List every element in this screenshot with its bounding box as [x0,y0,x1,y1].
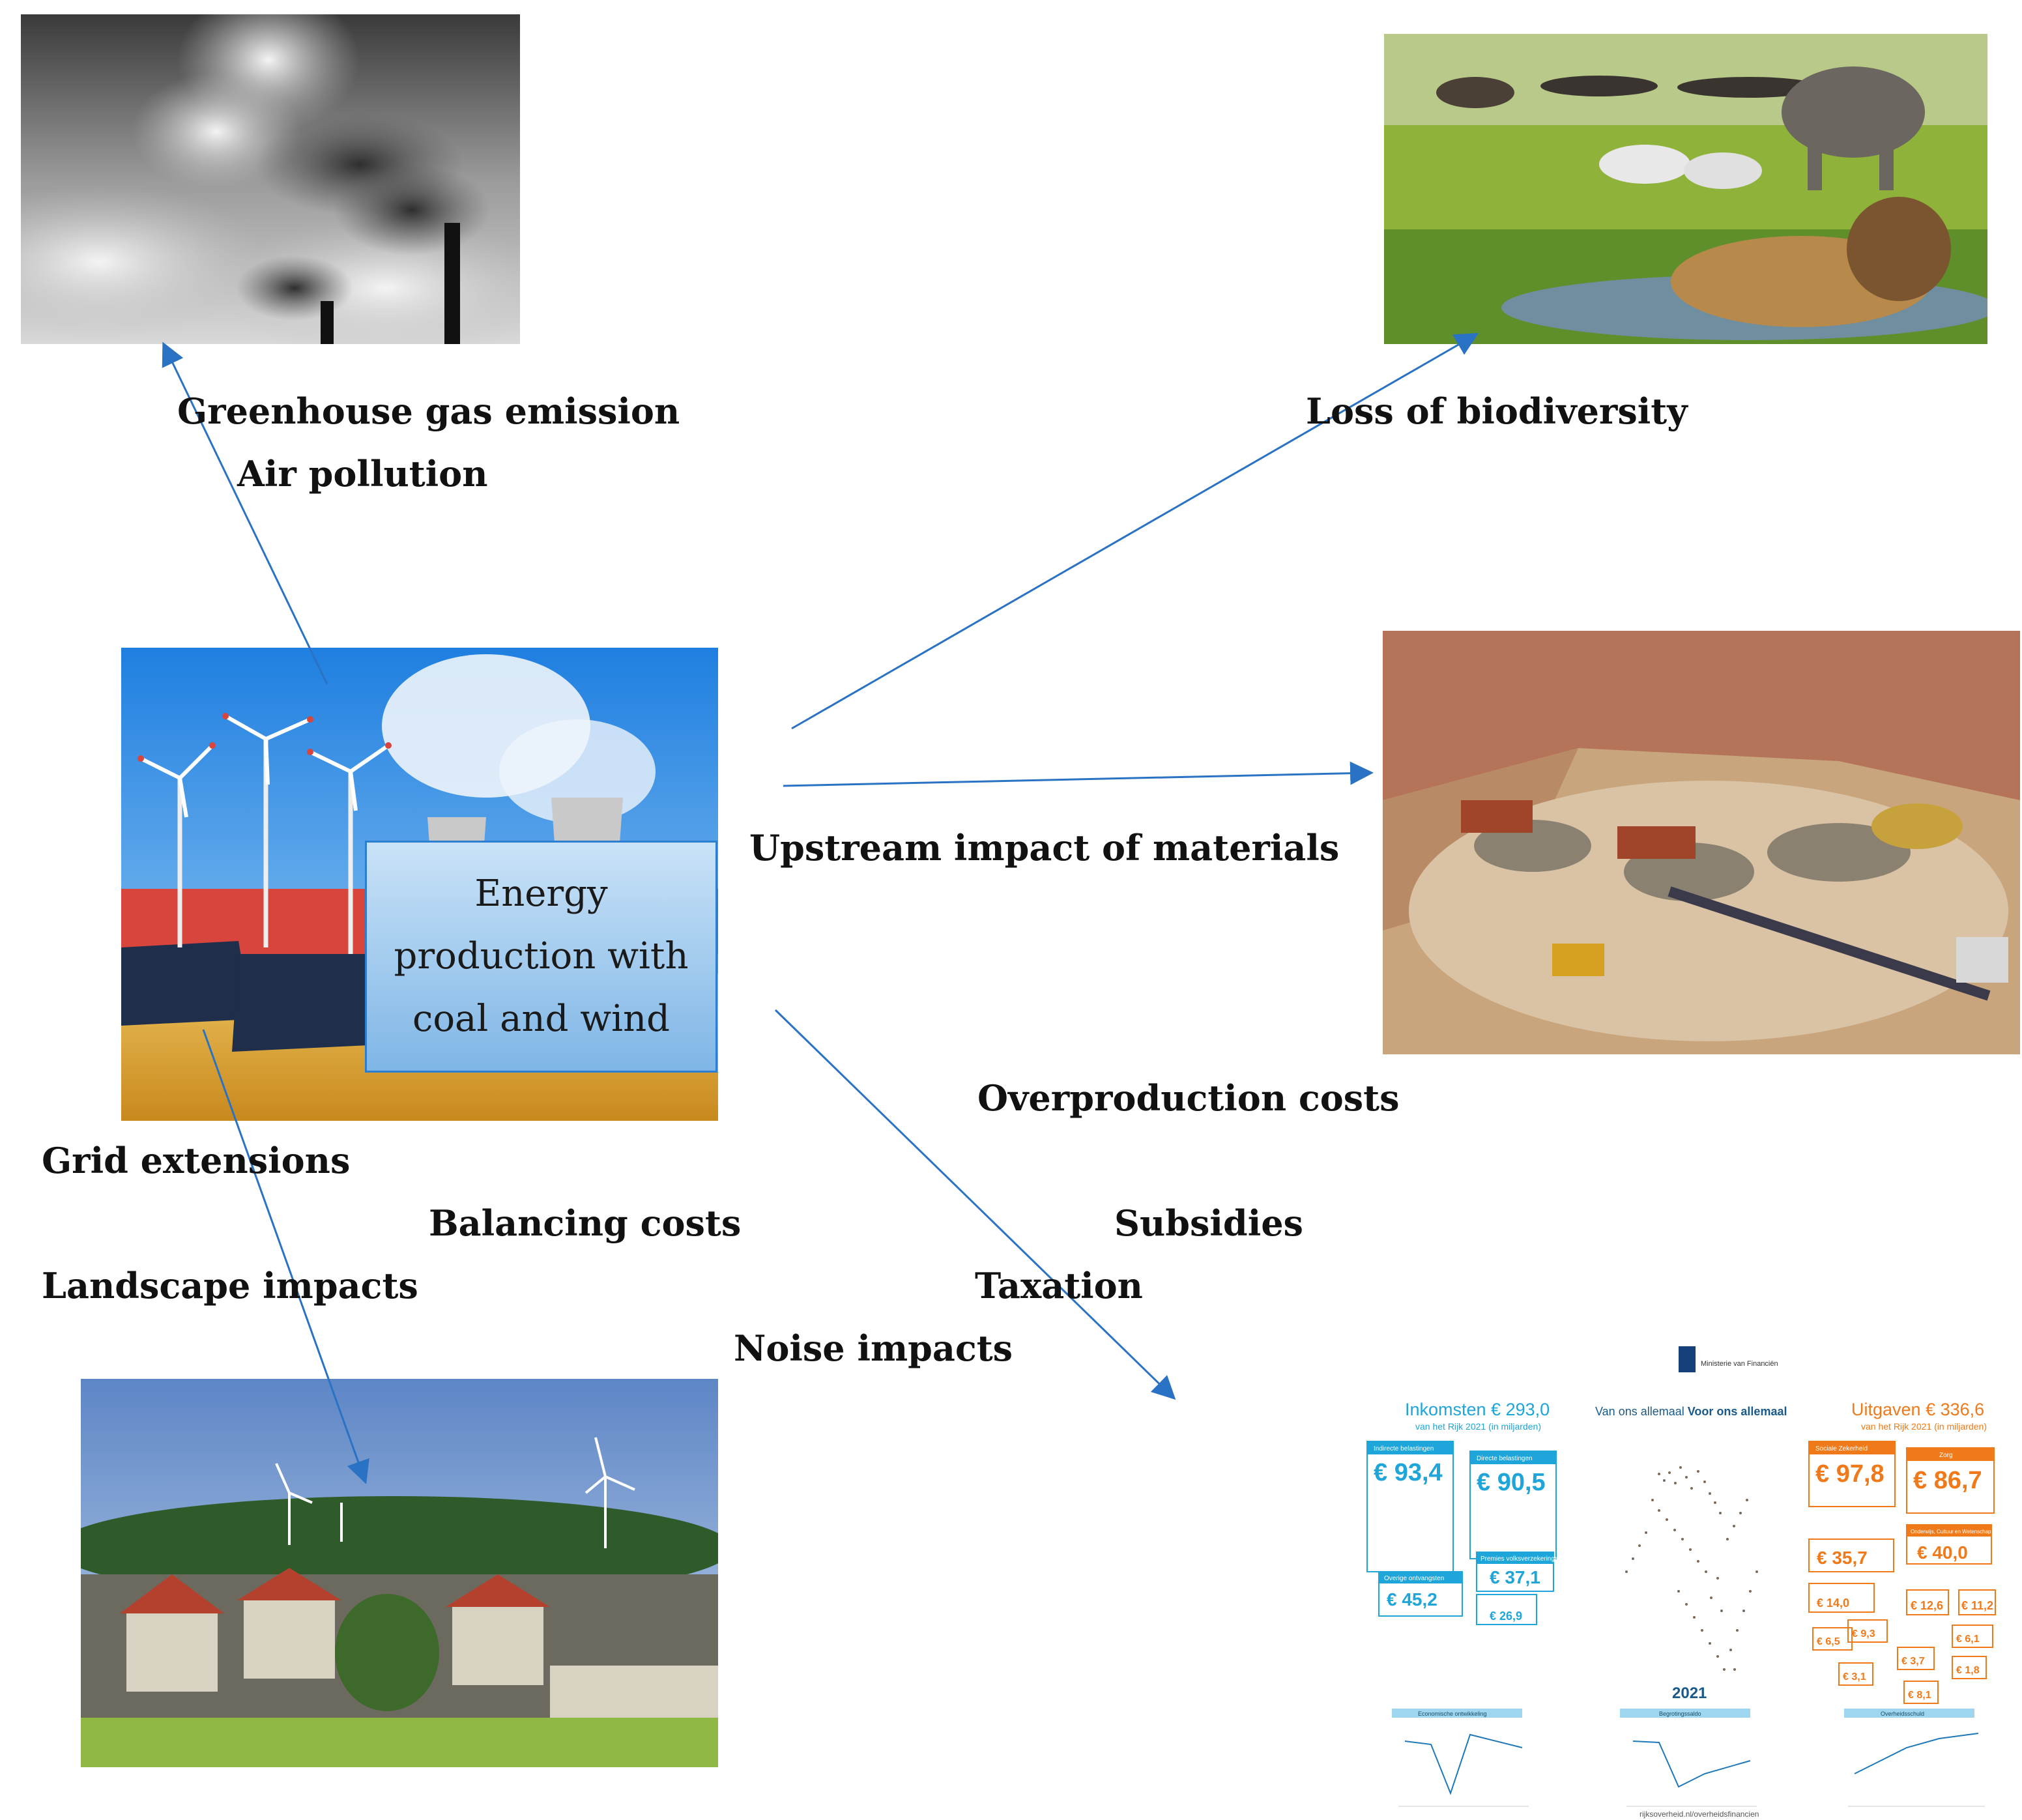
spend-value-13: € 8,1 [1908,1690,1931,1701]
income-header-2: Overige ontvangsten [1384,1575,1444,1582]
grid-extensions-label: Grid extensions [42,1140,351,1181]
budget-spend-subtitle: van het Rijk 2021 (in miljarden) [1861,1421,1987,1432]
spend-header-2: Onderwijs, Cultuur en Wetenschap [1911,1529,1991,1535]
air-pollution-label: Air pollution [237,453,488,495]
village-photo [81,1379,718,1767]
income-value-3: € 37,1 [1490,1567,1540,1587]
balancing-costs-label: Balancing costs [429,1202,742,1244]
spend-value-7: € 9,3 [1852,1628,1875,1639]
spend-value-0: € 97,8 [1815,1460,1885,1488]
arrow-to-materials [783,761,1374,787]
spend-value-12: € 1,8 [1956,1665,1980,1676]
budget-footer: rijksoverheid.nl/overheidsfinancien [1639,1810,1759,1819]
subsidies-label: Subsidies [1114,1202,1303,1244]
spend-value-2: € 35,7 [1817,1548,1868,1568]
greenhouse-gas-label: Greenhouse gas emission [177,390,680,432]
spend-value-1: € 86,7 [1913,1467,1982,1494]
income-value-0: € 93,4 [1374,1459,1443,1486]
arrow-to-landscape [202,1029,369,1484]
income-header-3: Premies volksverzekeringen [1480,1555,1562,1563]
income-header-1: Directe belastingen [1477,1455,1533,1462]
budget-tagline-b: Voor ons allemaal [1688,1405,1787,1418]
income-value-1: € 90,5 [1477,1469,1546,1496]
energy-production-label: Energy production with coal and wind [394,873,689,1040]
arrow-to-biodiversity [791,333,1479,730]
spend-header-0: Sociale Zekerheid [1815,1445,1868,1452]
budget-ministry: Ministerie van Financiën [1701,1360,1778,1368]
energy-production-box: Energy production with coal and wind [365,841,717,1073]
landscape-impacts-label: Landscape impacts [42,1265,418,1307]
noise-impacts-label: Noise impacts [734,1327,1013,1369]
spend-value-4: € 14,0 [1817,1596,1849,1610]
spend-value-8: € 6,5 [1817,1636,1840,1647]
spend-value-5: € 12,6 [1911,1599,1943,1612]
biodiversity-label: Loss of biodiversity [1306,390,1688,432]
svg-text:Van ons allemaal Voor ons alle: Van ons allemaal Voor ons allemaal [1595,1405,1787,1418]
budget-infographic: Ministerie van Financiën Inkomsten € 293… [1353,1344,2022,1820]
wildlife-photo [1384,34,1987,344]
chart-title-1: Begrotingssaldo [1659,1711,1701,1717]
smokestack-photo [21,14,520,344]
upstream-impact-label: Upstream impact of materials [749,827,1340,869]
income-value-4: € 26,9 [1490,1610,1522,1623]
taxation-label: Taxation [975,1265,1143,1307]
arrow-to-budget [774,1009,1176,1400]
budget-income-subtitle: van het Rijk 2021 (in miljarden) [1415,1421,1541,1432]
spend-value-6: € 11,2 [1961,1599,1993,1612]
income-value-2: € 45,2 [1387,1589,1437,1610]
chart-title-0: Economische ontwikkeling [1418,1711,1487,1717]
arrow-to-emissions [162,341,328,685]
spend-value-10: € 3,7 [1901,1656,1925,1667]
spend-value-9: € 6,1 [1956,1634,1980,1645]
overproduction-label: Overproduction costs [977,1077,1400,1119]
quarry-photo [1383,631,2020,1054]
budget-income-title: Inkomsten € 293,0 [1405,1400,1550,1419]
budget-tagline-a: Van ons allemaal [1595,1405,1688,1418]
spend-value-3: € 40,0 [1917,1542,1968,1563]
spend-value-11: € 3,1 [1843,1671,1866,1683]
income-header-0: Indirecte belastingen [1374,1445,1434,1452]
spend-header-1: Zorg [1939,1452,1953,1459]
chart-title-2: Overheidsschuld [1881,1711,1924,1717]
budget-year: 2021 [1672,1684,1707,1702]
budget-spend-title: Uitgaven € 336,6 [1851,1400,1984,1419]
